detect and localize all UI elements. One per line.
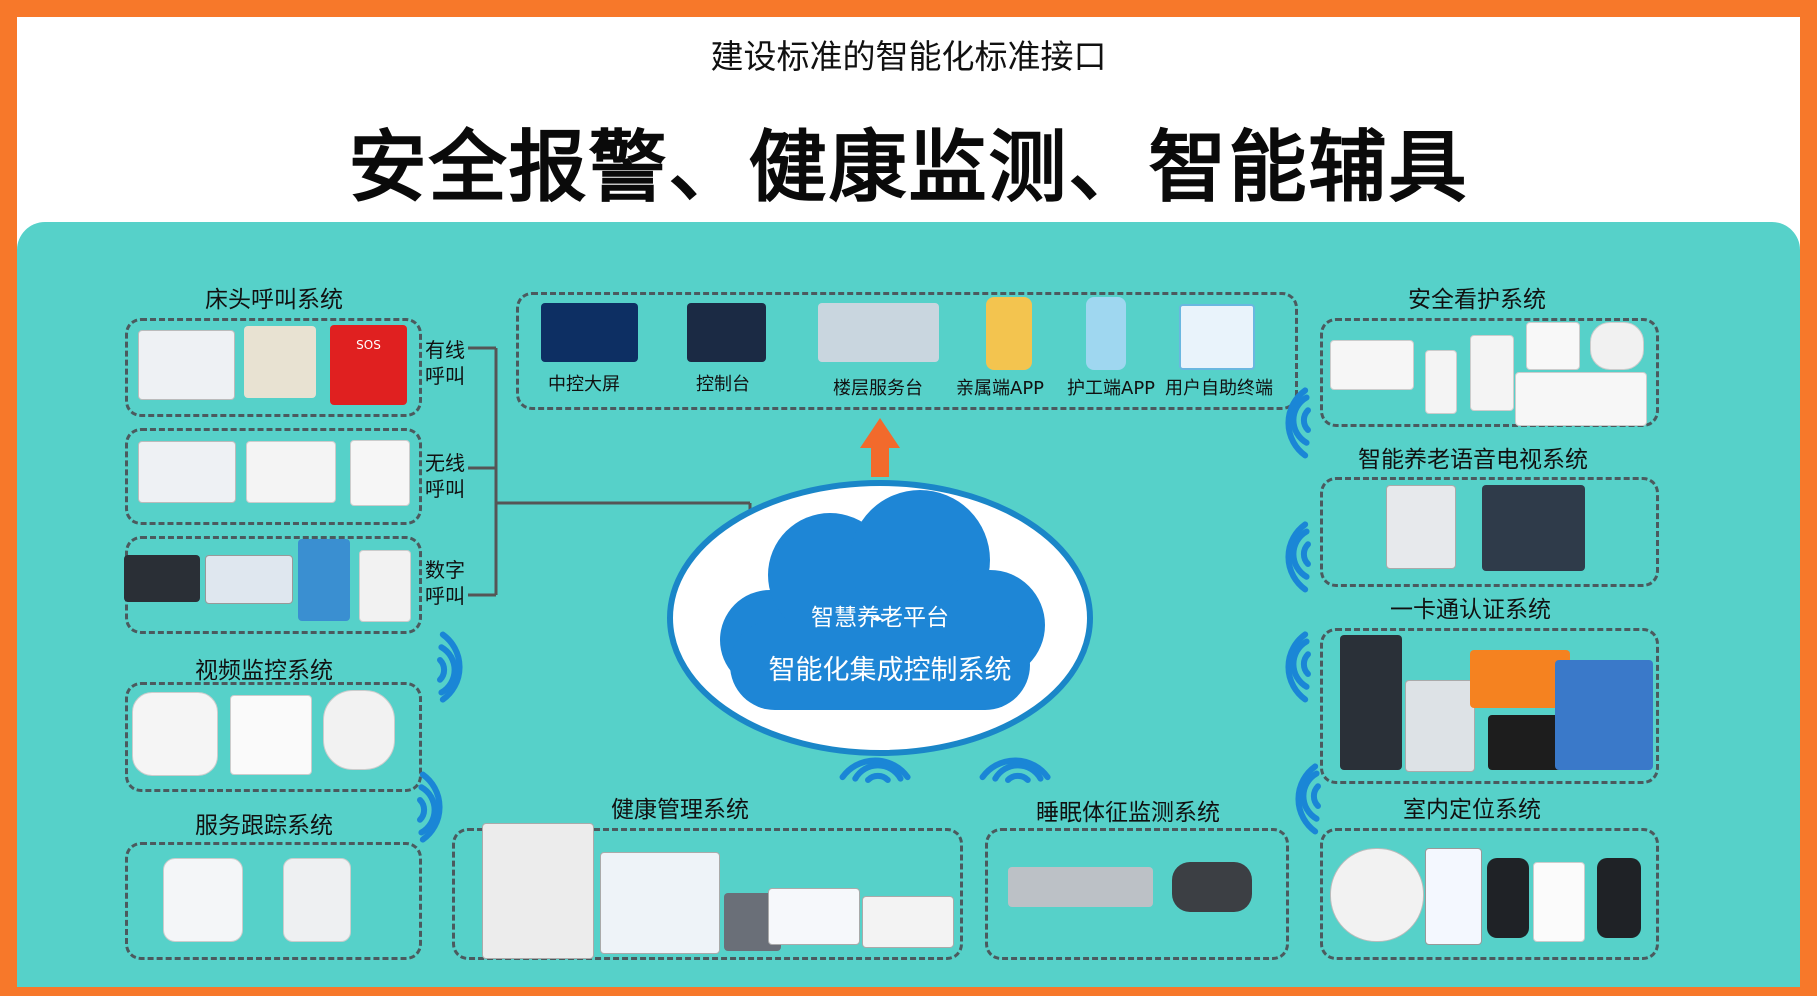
subtitle: 建设标准的智能化标准接口: [710, 37, 1107, 76]
bedside-call-title: 床头呼叫系统: [205, 287, 343, 313]
terminal-label-family-app: 亲属端APP: [956, 378, 1045, 399]
wireless-call-label: 无线呼叫: [425, 451, 465, 501]
sleep-hub: [1172, 862, 1252, 912]
positioning-wristband-1: [1487, 858, 1529, 938]
terminal-image-service-desk: [818, 303, 939, 362]
wireless-call-panel: [138, 441, 236, 503]
terminal-label-carer-app: 护工端APP: [1067, 378, 1156, 399]
card-auth-box: [1320, 628, 1659, 784]
security-sensor-3: [1470, 335, 1514, 411]
terminal-image-console: [687, 303, 766, 362]
sleep-monitoring-title: 睡眠体征监测系统: [1036, 800, 1220, 826]
terminal-image-family-app: [986, 297, 1032, 370]
health-management-box: [452, 828, 963, 960]
terminal-box: [516, 292, 1298, 410]
card-pos: [1555, 660, 1653, 770]
security-sensor-4: [1526, 322, 1580, 370]
camera-3: [323, 690, 395, 770]
indoor-positioning-title: 室内定位系统: [1403, 797, 1541, 823]
terminal-image-carer-app: [1086, 297, 1126, 370]
tracking-keypad: [283, 858, 351, 942]
sos-text: SOS: [356, 338, 381, 352]
service-tracking-box: [125, 842, 422, 960]
health-ecg: [862, 896, 954, 948]
positioning-base-station: [1330, 848, 1424, 942]
security-sensor-2: [1425, 350, 1457, 414]
wired-call-speaker: [244, 326, 316, 398]
digital-call-label: 数字呼叫: [425, 558, 465, 608]
video-monitoring-title: 视频监控系统: [195, 658, 333, 684]
indoor-positioning-box: [1320, 828, 1659, 960]
security-sensor-1: [1330, 340, 1414, 390]
cloud-icon: [720, 490, 1045, 710]
wired-call-label: 有线呼叫: [425, 338, 465, 388]
health-management-title: 健康管理系统: [611, 797, 749, 823]
digital-call-panel: [205, 555, 293, 604]
wireless-call-box: [125, 428, 422, 525]
health-station: [482, 823, 594, 959]
tv-tablet: [1386, 485, 1456, 569]
terminal-label-kiosk: 用户自助终端: [1165, 378, 1273, 399]
card-consumer-terminal: [1405, 680, 1475, 772]
terminal-image-kiosk: [1179, 304, 1255, 370]
health-monitor: [600, 852, 720, 954]
main-title: 安全报警、健康监测、智能辅具: [348, 123, 1469, 213]
terminal-image-big-screen: [541, 303, 638, 362]
digital-sos-button: [359, 550, 411, 622]
integration-system-label: 智能化集成控制系统: [768, 655, 1012, 686]
terminal-label-console: 控制台: [696, 374, 750, 395]
security-sensor-6: [1515, 372, 1647, 426]
wireless-call-button-a: [246, 441, 336, 503]
wired-call-panel: [138, 330, 235, 400]
sleep-belt: [1008, 867, 1153, 907]
service-tracking-title: 服务跟踪系统: [195, 813, 333, 839]
tv-box: [1482, 485, 1585, 571]
positioning-wristband-2: [1597, 858, 1641, 938]
security-sensor-5: [1590, 322, 1644, 370]
positioning-badge: [1425, 848, 1482, 945]
positioning-tag: [1533, 862, 1585, 942]
digital-call-screen: [298, 539, 350, 621]
video-monitoring-box: [125, 682, 422, 792]
tracking-gateway: [163, 858, 243, 942]
security-care-title: 安全看护系统: [1408, 287, 1546, 313]
voice-tv-title: 智能养老语音电视系统: [1358, 447, 1588, 473]
health-bp-meter: [768, 888, 860, 945]
digital-call-tablet: [124, 555, 200, 602]
terminal-label-big-screen: 中控大屏: [548, 374, 620, 395]
wired-call-box: [125, 318, 422, 417]
terminal-label-service-desk: 楼层服务台: [833, 378, 923, 399]
camera-1: [132, 692, 218, 776]
card-auth-title: 一卡通认证系统: [1390, 597, 1551, 623]
arrow-up-icon: [860, 418, 900, 477]
wireless-call-button-b: [350, 440, 410, 506]
card-face-terminal: [1340, 635, 1402, 770]
camera-2: [230, 695, 312, 775]
wired-sos-button: SOS: [330, 325, 407, 405]
sleep-monitoring-box: [985, 828, 1289, 960]
card-qr-card: [1470, 650, 1570, 708]
security-care-box: [1320, 318, 1659, 427]
platform-label: 智慧养老平台: [811, 605, 949, 631]
